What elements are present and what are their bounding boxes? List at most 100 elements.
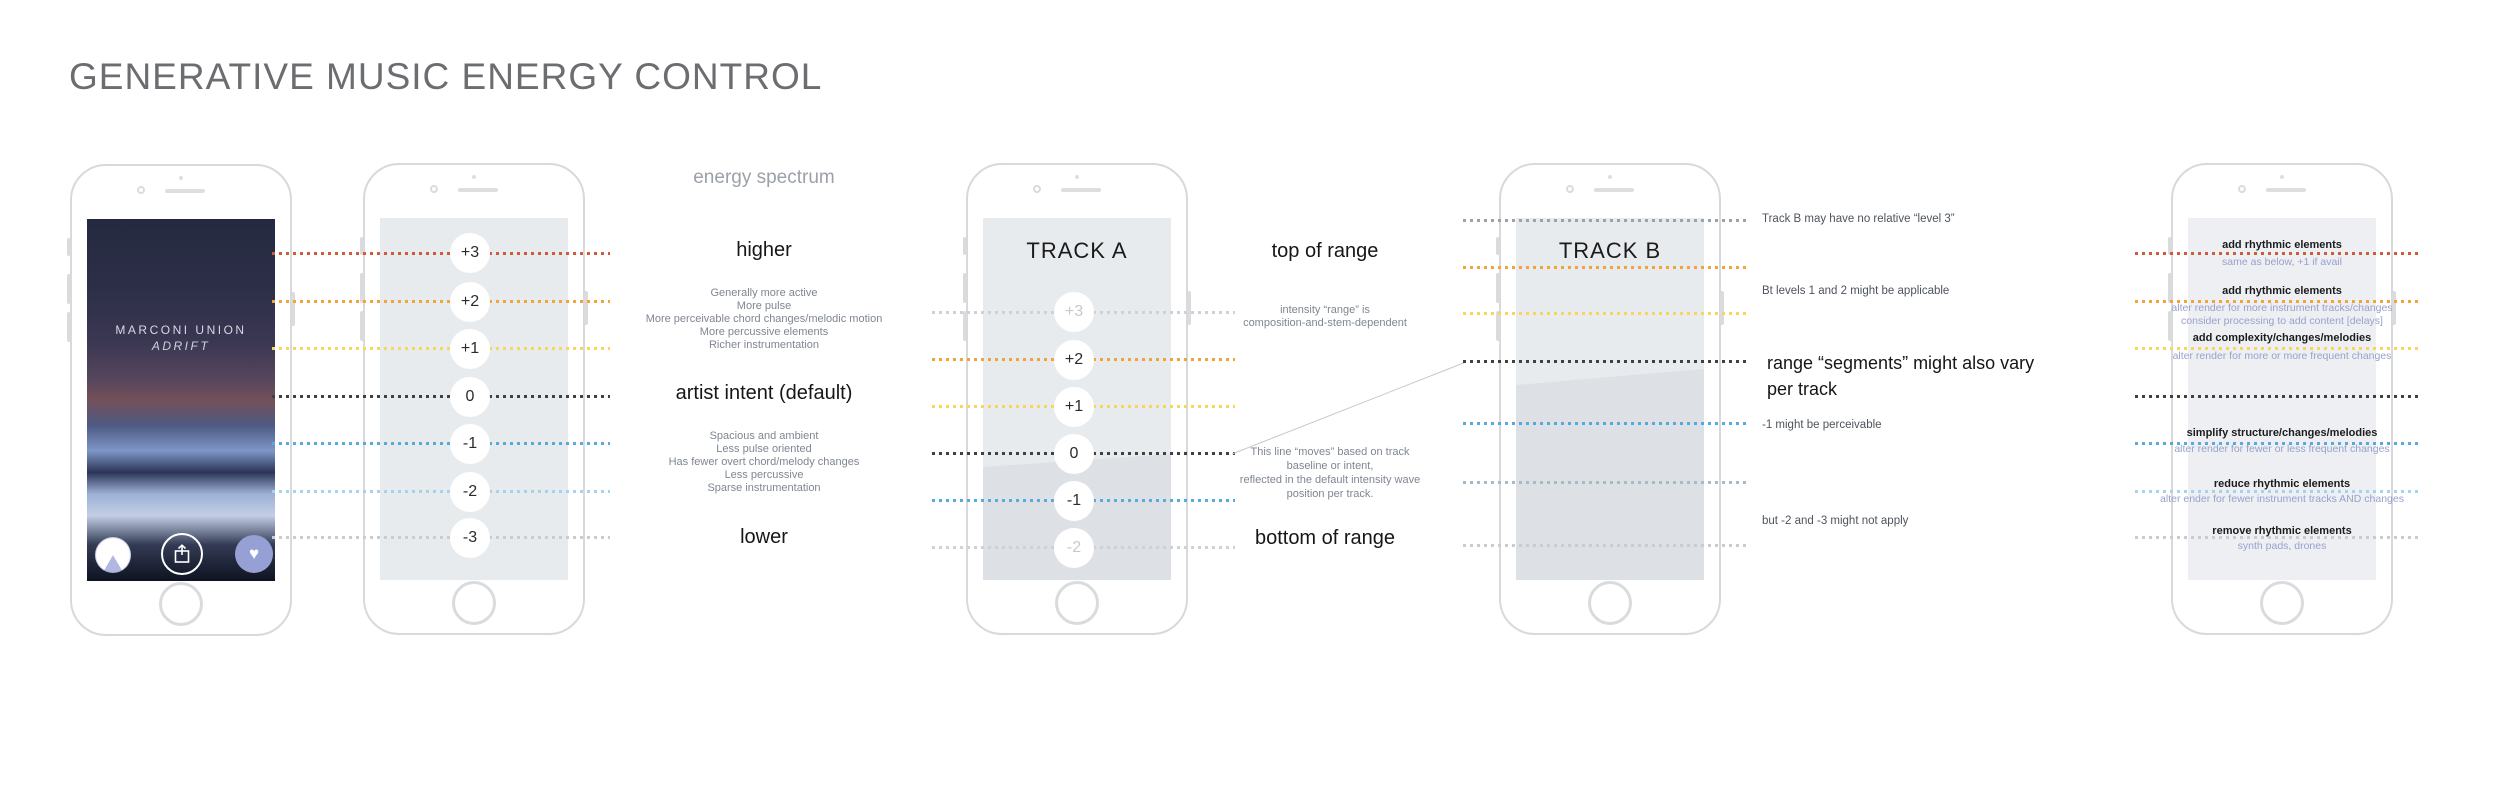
power-button [1720,291,1724,325]
level-chip-plus2[interactable]: +2 [450,282,490,322]
power-button [2392,291,2396,325]
track-b-screen [1516,218,1704,580]
moves-note-line: reflected in the default intensity wave [1239,474,1421,486]
mute-switch [2168,237,2172,255]
moves-note-line: baseline or intent, [1286,460,1374,472]
volume-up-button [963,273,967,303]
phone-track-b [1496,163,1724,635]
volume-down-button [2168,311,2172,341]
home-button[interactable] [159,582,203,626]
lower-desc-line: Less pulse oriented [716,443,812,455]
action-row-sub: alter render for fewer or less frequent … [2174,443,2390,455]
action-row-title: remove rhythmic elements [2212,525,2352,537]
speaker-slot [1061,188,1101,192]
camera-icon [1566,185,1574,193]
track-a-chip-plus2[interactable]: +2 [1054,340,1094,380]
level-line-zero [272,395,610,398]
higher-desc-line: More perceivable chord changes/melodic m… [645,313,883,325]
level-line-plus3 [272,252,610,255]
level-chip-minus3[interactable]: -3 [450,518,490,558]
home-button[interactable] [2260,581,2304,625]
track-b-note-minus23: but -2 and -3 might not apply [1762,515,1909,527]
lower-label: lower [740,526,788,548]
action-line-minus1 [2135,442,2422,445]
level-chip-plus1[interactable]: +1 [450,329,490,369]
phone-album-art: MARCONI UNION ADRIFT ♥ [67,164,295,636]
track-a-chip-plus3[interactable]: +3 [1054,292,1094,332]
action-row-sub: same as below, +1 if avail [2222,256,2342,268]
power-button [291,292,295,326]
action-line-plus2 [2135,300,2422,303]
lower-desc-line: Spacious and ambient [709,430,819,442]
mute-switch [67,238,71,256]
level-line-minus2 [272,490,610,493]
home-button[interactable] [1588,581,1632,625]
share-glyph [174,544,190,563]
track-a-chip-zero[interactable]: 0 [1054,434,1094,474]
action-row-title: add rhythmic elements [2222,285,2342,297]
proximity-sensor-dot [472,175,476,179]
intensity-note-line: composition-and-stem-dependent [1243,317,1407,329]
home-button[interactable] [452,581,496,625]
pie-chart-icon[interactable] [95,537,131,573]
proximity-sensor-dot [179,176,183,180]
action-line-minus2 [2135,490,2422,493]
page-title: GENERATIVE MUSIC ENERGY CONTROL [69,56,823,97]
level-line-plus1 [272,347,610,350]
level-chip-minus1[interactable]: -1 [450,424,490,464]
artist-intent-label: artist intent (default) [675,382,853,404]
volume-down-button [360,311,364,341]
energy-spectrum-heading: energy spectrum [693,167,835,188]
track-a-chip-plus1[interactable]: +1 [1054,387,1094,427]
phone-action-levels [2168,163,2396,635]
proximity-sensor-dot [1608,175,1612,179]
action-row-sub: alter render for more or more frequent c… [2172,350,2392,362]
top-of-range-label: top of range [1271,240,1379,262]
action-line-plus3 [2135,252,2422,255]
share-icon[interactable] [161,533,203,575]
track-a-chip-minus1[interactable]: -1 [1054,481,1094,521]
camera-icon [2238,185,2246,193]
lower-desc-line: Has fewer overt chord/melody changes [668,456,860,468]
speaker-slot [1594,188,1634,192]
home-button[interactable] [1055,581,1099,625]
track-a-chip-minus2[interactable]: -2 [1054,528,1094,568]
level-chip-zero[interactable]: 0 [450,377,490,417]
volume-down-button [1496,311,1500,341]
proximity-sensor-dot [1075,175,1079,179]
volume-down-button [963,311,967,341]
higher-desc-line: More percussive elements [699,326,829,338]
camera-icon [1033,185,1041,193]
track-b-line-minus1 [1463,422,1748,425]
intensity-note-line: intensity “range” is [1280,304,1370,316]
power-button [1187,291,1191,325]
album-title: ADRIFT [151,339,211,353]
heart-icon[interactable]: ♥ [235,535,273,573]
track-b-line-zero [1463,360,1748,363]
action-row-title: add complexity/changes/melodies [2192,332,2372,344]
bottom-of-range-label: bottom of range [1254,527,1396,549]
mute-switch [360,237,364,255]
action-row-title: add rhythmic elements [2222,239,2342,251]
level-chip-minus2[interactable]: -2 [450,472,490,512]
proximity-sensor-dot [2280,175,2284,179]
speaker-slot [165,189,205,193]
mute-switch [1496,237,1500,255]
volume-down-button [67,312,71,342]
track-b-title: TRACK B [1558,238,1662,263]
action-row-title: simplify structure/changes/melodies [2186,427,2378,439]
volume-up-button [67,274,71,304]
track-b-note-minus1: -1 might be perceivable [1762,419,1882,431]
volume-up-button [1496,273,1500,303]
volume-up-button [360,273,364,303]
action-line-zero [2135,395,2422,398]
track-b-line-minus3 [1463,544,1748,547]
level-line-minus1 [272,442,610,445]
lower-desc-line: Less percussive [724,469,804,481]
action-line-plus1 [2135,347,2422,350]
track-b-note-levels12: Bt levels 1 and 2 might be applicable [1762,285,1950,297]
action-row-sub: alter ender for fewer instrument tracks … [2160,493,2404,505]
level-chip-plus3[interactable]: +3 [450,233,490,273]
volume-up-button [2168,273,2172,303]
